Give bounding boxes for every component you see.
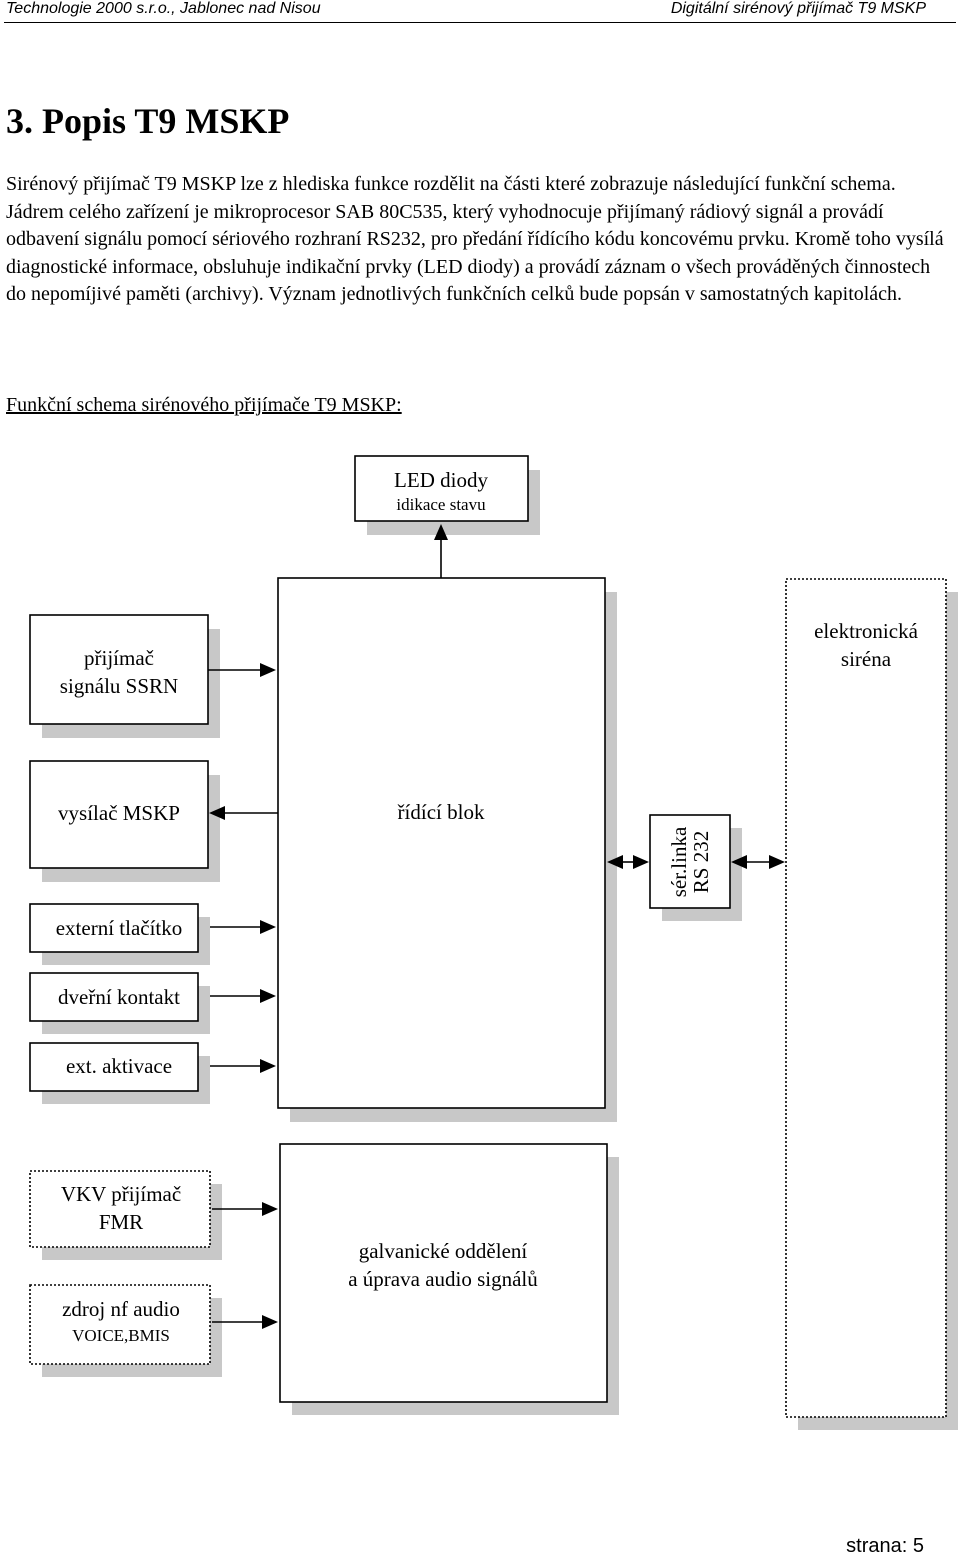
led-subtitle: idikace stavu	[396, 495, 486, 514]
door-contact-label: dveřní kontakt	[58, 985, 180, 1009]
page-number: strana: 5	[846, 1535, 924, 1557]
arrow-serial-right	[633, 855, 649, 869]
arrow-to-control-2	[260, 920, 276, 934]
arrow-to-led	[434, 524, 448, 540]
door-contact-block: dveřní kontakt	[29, 972, 210, 1034]
vkv-line2: FMR	[99, 1210, 143, 1234]
header-document-title: Digitální sirénový přijímač T9 MSKP	[670, 0, 926, 17]
arrow-to-galvanic-1	[262, 1202, 278, 1216]
galvanic-line1: galvanické oddělení	[359, 1239, 528, 1263]
transmitter-label: vysílač MSKP	[58, 801, 180, 825]
receiver-block: přijímač signálu SSRN	[29, 614, 220, 738]
section-paragraph: Sirénový přijímač T9 MSKP lze z hlediska…	[6, 173, 944, 305]
siren-line1: elektronická	[814, 619, 918, 643]
led-block: LED diody idikace stavu	[354, 455, 540, 535]
external-button-block: externí tlačítko	[29, 903, 210, 965]
diagram-caption: Funkční schema sirénového přijímače T9 M…	[6, 394, 402, 416]
external-button-label: externí tlačítko	[56, 916, 183, 940]
arrow-to-galvanic-2	[262, 1315, 278, 1329]
nf-line2: VOICE,BMIS	[72, 1326, 170, 1345]
arrow-to-control-1	[260, 663, 276, 677]
receiver-line2: signálu SSRN	[60, 674, 178, 698]
receiver-line1: přijímač	[84, 646, 154, 670]
arrow-serial-right-2	[769, 855, 785, 869]
section-title: 3. Popis T9 MSKP	[6, 101, 290, 141]
control-label: řídící blok	[398, 800, 485, 824]
arrow-to-transmitter	[209, 806, 225, 820]
control-block: řídící blok	[277, 577, 617, 1122]
serial-line-block: sér.linka RS 232	[649, 814, 742, 921]
external-activation-label: ext. aktivace	[66, 1054, 172, 1078]
arrow-serial-left-2	[731, 855, 747, 869]
galvanic-line2: a úprava audio signálů	[348, 1267, 538, 1291]
nf-audio-block: zdroj nf audio VOICE,BMIS	[29, 1284, 222, 1377]
transmitter-block: vysílač MSKP	[29, 760, 220, 882]
led-title: LED diody	[394, 468, 488, 492]
arrow-to-control-3	[260, 989, 276, 1003]
electronic-siren-block: elektronická siréna	[785, 578, 958, 1430]
arrow-serial-left	[607, 855, 623, 869]
siren-line2: siréna	[841, 647, 892, 671]
external-activation-block: ext. aktivace	[29, 1042, 210, 1104]
vkv-receiver-block: VKV přijímač FMR	[29, 1170, 222, 1260]
vkv-line1: VKV přijímač	[61, 1182, 181, 1206]
galvanic-block: galvanické oddělení a úprava audio signá…	[279, 1143, 619, 1415]
serial-line2: RS 232	[689, 831, 713, 893]
page-header: Technologie 2000 s.r.o., Jablonec nad Ni…	[4, 0, 956, 23]
header-company: Technologie 2000 s.r.o., Jablonec nad Ni…	[6, 0, 321, 17]
nf-line1: zdroj nf audio	[62, 1297, 180, 1321]
serial-line1: sér.linka	[667, 826, 691, 897]
arrow-to-control-4	[260, 1059, 276, 1073]
